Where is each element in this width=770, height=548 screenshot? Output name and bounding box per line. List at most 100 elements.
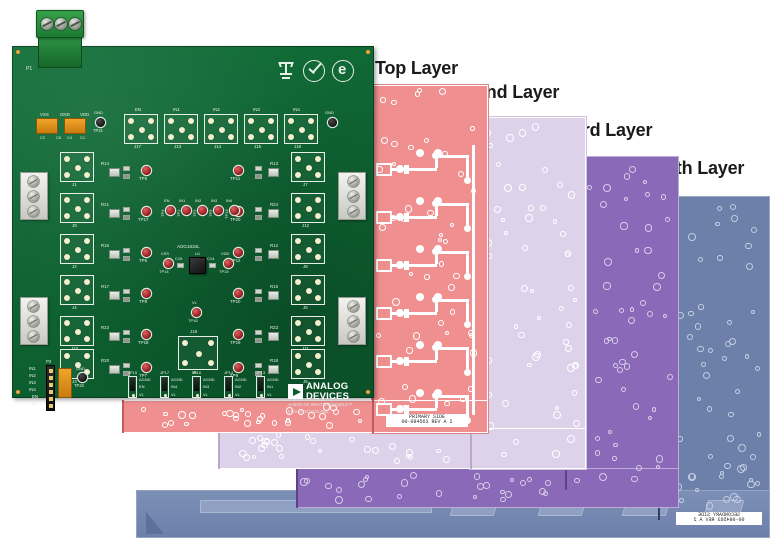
via (122, 413, 125, 416)
pad-ring (754, 480, 761, 487)
trace-pad (434, 149, 442, 157)
mounting-hole (16, 50, 20, 54)
test-point-tp17 (142, 207, 151, 216)
pad-ring (662, 314, 667, 319)
pad-block-j2[interactable] (60, 234, 94, 264)
via (470, 445, 473, 448)
pad-block-j18[interactable] (178, 336, 218, 370)
pad-ring (528, 205, 534, 211)
side-terminal-left-lower[interactable] (20, 297, 48, 345)
pad-block-j7[interactable] (291, 152, 325, 182)
pad-ring (239, 407, 245, 413)
pad-ring (358, 418, 363, 423)
pad-block-j10[interactable] (60, 316, 94, 346)
header-j13[interactable] (164, 114, 198, 144)
via (565, 488, 568, 490)
mounting-hole (366, 390, 370, 394)
side-terminal-left-upper[interactable] (20, 172, 48, 220)
test-point-tp4 (166, 206, 175, 215)
power-terminal-p1[interactable] (36, 10, 84, 38)
pad-ring (536, 315, 542, 320)
header-j15[interactable] (244, 114, 278, 144)
pad-ring (552, 219, 558, 224)
via (470, 456, 473, 459)
pad-ring (701, 361, 707, 367)
resistor-r21 (109, 209, 120, 218)
terminal-screw[interactable] (41, 18, 53, 30)
pad-ring (520, 480, 526, 487)
pad-block-j10-designator: J10 (71, 346, 79, 351)
pad-ring (264, 438, 270, 445)
pad-ring (438, 261, 445, 267)
pad-block-j12[interactable] (291, 193, 325, 223)
pad-ring (644, 246, 653, 255)
test-point-gnd-right-signal: GND (325, 110, 334, 115)
pad-ring (660, 194, 667, 200)
pad-ring (443, 456, 450, 463)
terminal-screw[interactable] (69, 18, 81, 30)
trace-pad (396, 357, 404, 365)
terminal-screw[interactable] (55, 18, 67, 30)
pad-ring (526, 476, 532, 482)
capacitor-label-c2: C2 (40, 135, 46, 140)
copper-trace (435, 203, 438, 216)
pad-ring (599, 473, 608, 482)
via (470, 440, 473, 443)
side-terminal-right-lower[interactable] (338, 297, 366, 345)
pad-ring (545, 480, 551, 486)
via (218, 445, 221, 448)
via (122, 419, 125, 422)
pad-block-j6[interactable] (291, 275, 325, 305)
pad-ring (541, 166, 549, 174)
pad-block-j9[interactable] (60, 193, 94, 223)
jumper-jp17-top-label: AGND (171, 377, 183, 382)
copper-trace (435, 155, 469, 158)
pad-ring (729, 338, 737, 346)
trace-pad (464, 273, 471, 280)
pad-ring (604, 338, 610, 344)
pad-ring (559, 231, 566, 237)
copper-trace (409, 264, 437, 267)
pad-block-j8[interactable] (291, 234, 325, 264)
via (122, 404, 125, 407)
pad-ring (628, 165, 637, 174)
via (372, 402, 375, 406)
test-point-tp22-signal: GND (76, 366, 85, 371)
input-header-p2[interactable] (46, 365, 55, 411)
resistor-r23 (268, 332, 279, 341)
via (372, 398, 375, 401)
side-terminal-right-upper[interactable] (338, 172, 366, 220)
copper-trace (409, 360, 437, 363)
pad-ring (379, 97, 386, 103)
via (218, 467, 221, 469)
pad-ring (472, 494, 478, 500)
test-point-tp5-label: TP5 (139, 176, 148, 181)
header-j17[interactable] (124, 114, 158, 144)
board-part-label: EVAL-ADG1634LEBZ (288, 409, 329, 414)
pad-ring (679, 498, 684, 503)
capacitor-chip (123, 363, 130, 368)
pad-block-j4[interactable] (60, 275, 94, 305)
pad-ring (715, 221, 720, 227)
copper-trace (466, 155, 469, 181)
pad-block-j11[interactable] (291, 316, 325, 346)
pad-ring (697, 345, 704, 353)
pad-ring (728, 411, 734, 418)
resistor-r13-label: R13 (270, 161, 279, 166)
pad-ring (450, 309, 456, 315)
via (218, 458, 221, 461)
header-j16[interactable] (284, 114, 318, 144)
pad-block-j5[interactable] (291, 349, 325, 379)
capacitor-chip (255, 330, 262, 335)
test-point-tp14-signal: VSS (161, 251, 170, 256)
header-j14[interactable] (204, 114, 238, 144)
pad-ring (260, 413, 266, 419)
jumper-jp14-bot-label: VL (235, 392, 240, 397)
p2-designator: P2 (46, 359, 52, 364)
pad-ring (473, 473, 481, 481)
brand-name-line1: ANALOG (306, 381, 349, 392)
pad-block-j1[interactable] (60, 152, 94, 182)
pad-ring (444, 400, 450, 407)
copper-trace (466, 299, 469, 325)
pad-ring (702, 371, 710, 379)
